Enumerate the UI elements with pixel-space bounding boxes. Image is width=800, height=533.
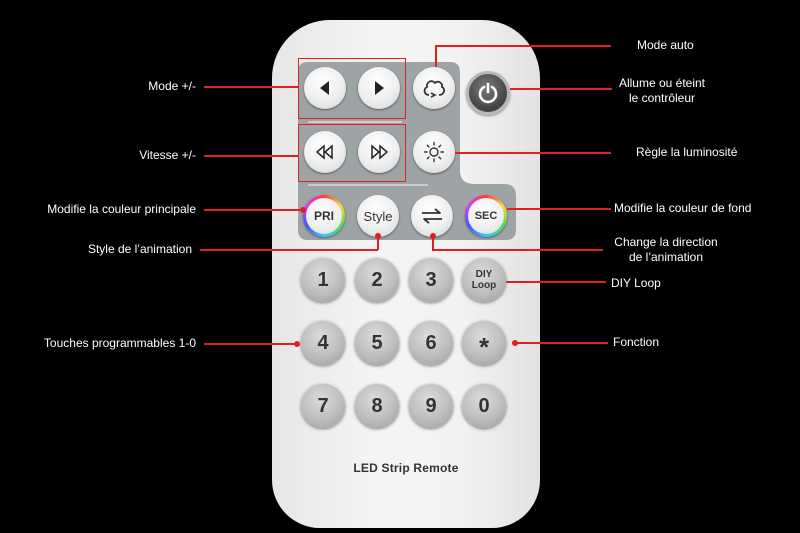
line-animation-style-vertical <box>377 236 379 250</box>
power-icon <box>478 82 498 104</box>
loop-label: Loop <box>471 280 497 291</box>
sec-label: SEC <box>468 198 504 234</box>
triangle-right-icon <box>375 81 384 95</box>
label-primary-color: Modifie la couleur principale <box>47 202 196 216</box>
line-speed <box>204 155 298 157</box>
label-power-line2: le contrôleur <box>628 91 696 105</box>
key-8[interactable]: 8 <box>355 384 399 428</box>
diy-label: DIY <box>475 269 493 280</box>
line-diy-loop <box>506 281 606 283</box>
sun-icon <box>423 141 445 163</box>
dot-programmable <box>294 341 300 347</box>
swap-arrows-icon <box>422 208 442 224</box>
mode-prev-button[interactable] <box>304 67 346 109</box>
key-4[interactable]: 4 <box>301 321 345 365</box>
diy-loop-button[interactable]: DIY Loop <box>462 258 506 302</box>
label-direction: Change la direction de l’animation <box>602 235 730 265</box>
triangle-left-icon <box>320 81 329 95</box>
label-animation-style: Style de l’animation <box>87 242 192 256</box>
line-animation-style <box>200 249 378 251</box>
speed-up-button[interactable] <box>358 131 400 173</box>
dot-function <box>512 340 518 346</box>
primary-color-button[interactable]: PRI <box>303 195 345 237</box>
auto-mode-button[interactable] <box>413 67 455 109</box>
rewind-icon <box>315 144 333 160</box>
key-1[interactable]: 1 <box>301 258 345 302</box>
line-mode <box>204 86 298 88</box>
key-2[interactable]: 2 <box>355 258 399 302</box>
cloud-cycle-icon <box>423 80 446 98</box>
dot-primary-color <box>300 207 306 213</box>
line-function <box>515 342 608 344</box>
key-5[interactable]: 5 <box>355 321 399 365</box>
background-color-button[interactable]: SEC <box>465 195 507 237</box>
line-primary-color <box>204 209 303 211</box>
key-0[interactable]: 0 <box>462 384 506 428</box>
label-background-color: Modifie la couleur de fond <box>614 201 752 215</box>
mode-next-button[interactable] <box>358 67 400 109</box>
line-programmable <box>204 343 298 345</box>
power-button[interactable] <box>466 71 510 115</box>
label-direction-line2: de l’animation <box>628 250 704 264</box>
direction-button[interactable] <box>411 195 453 237</box>
line-background-color <box>507 208 611 210</box>
line-direction <box>432 249 603 251</box>
brand-label: LED Strip Remote <box>353 461 459 475</box>
label-power: Allume ou éteint le contrôleur <box>612 76 712 106</box>
speed-down-button[interactable] <box>304 131 346 173</box>
label-diy-loop: DIY Loop <box>611 276 661 290</box>
label-programmable: Touches programmables 1-0 <box>43 336 196 350</box>
label-direction-line1: Change la direction <box>614 235 718 249</box>
pri-label: PRI <box>306 198 342 234</box>
line-brightness <box>455 152 611 154</box>
label-auto-mode: Mode auto <box>637 38 694 52</box>
label-power-line1: Allume ou éteint <box>618 76 706 90</box>
line-auto-mode <box>435 45 611 47</box>
line-power <box>510 88 612 90</box>
key-3[interactable]: 3 <box>409 258 453 302</box>
key-6[interactable]: 6 <box>409 321 453 365</box>
fast-forward-icon <box>371 144 389 160</box>
key-9[interactable]: 9 <box>409 384 453 428</box>
speed-highlight-box <box>298 124 406 182</box>
brightness-button[interactable] <box>413 131 455 173</box>
dot-direction <box>430 233 436 239</box>
key-7[interactable]: 7 <box>301 384 345 428</box>
label-function: Fonction <box>613 335 660 349</box>
mode-highlight-box <box>298 58 406 119</box>
label-brightness: Règle la luminosité <box>636 145 738 159</box>
line-direction-vertical <box>432 236 434 250</box>
dot-animation-style <box>375 233 381 239</box>
style-button[interactable]: Style <box>357 195 399 237</box>
label-mode: Mode +/- <box>148 79 196 93</box>
function-button[interactable]: * <box>462 321 506 365</box>
line-auto-mode-vertical <box>435 45 437 67</box>
label-speed: Vitesse +/- <box>139 148 196 162</box>
style-label: Style <box>363 208 393 224</box>
control-panel <box>298 62 516 240</box>
